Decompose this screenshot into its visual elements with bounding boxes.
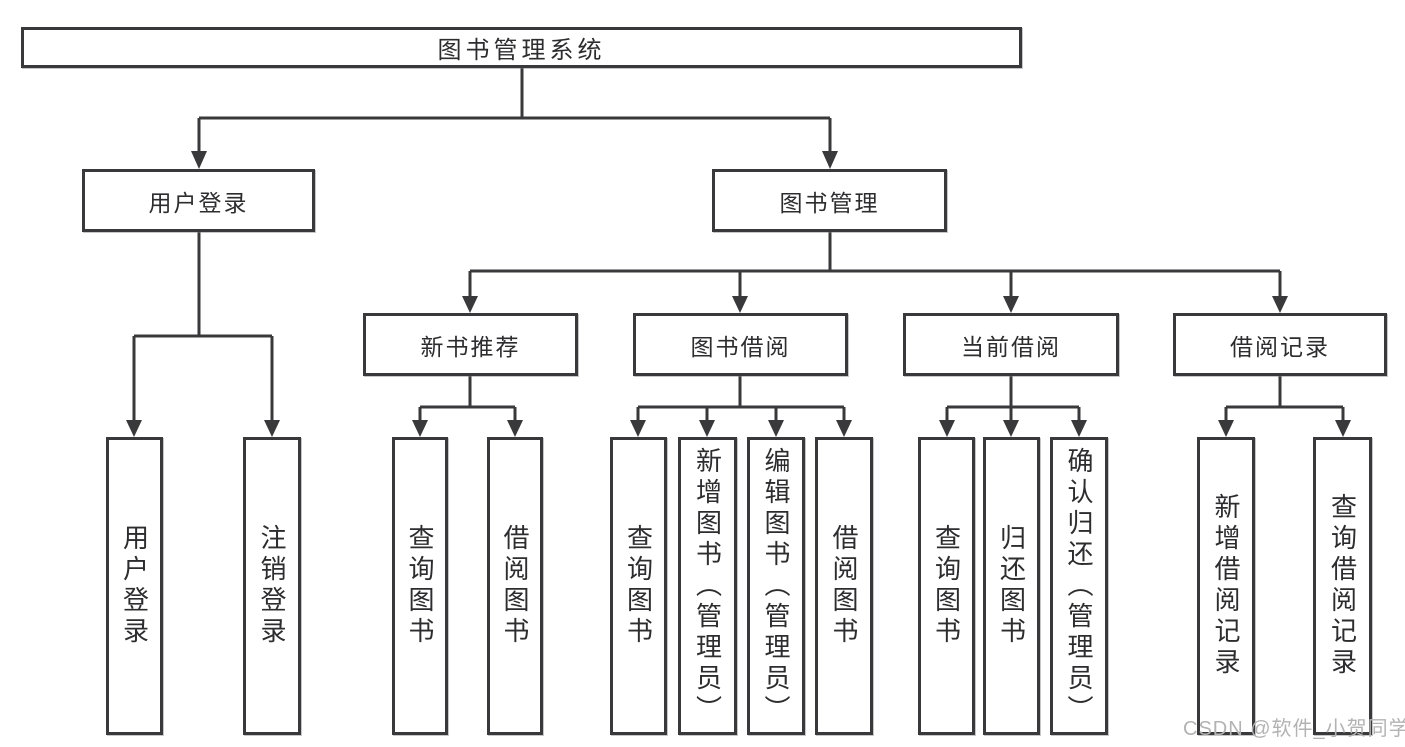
wire-records-split (1224, 376, 1345, 422)
leaf-confirm-return-admin: 确认归还（管理员） (1050, 437, 1108, 735)
wire-current-borrow-split (945, 376, 1081, 422)
leaf-query-borrow-record-label: 查询借阅记录 (1327, 493, 1358, 679)
arrowheads (126, 151, 1351, 437)
connector-paths (132, 66, 1345, 422)
node-current-borrowing-label: 当前借阅 (961, 333, 1061, 360)
arrowhead-icon (1335, 420, 1351, 437)
node-root-label: 图书管理系统 (437, 37, 606, 64)
leaf-add-book-admin: 新增图书（管理员） (678, 437, 737, 735)
leaf-borrow-books: 借阅图书 (815, 437, 873, 735)
leaf-logout: 注销登录 (243, 437, 301, 735)
arrowhead-icon (1218, 420, 1234, 437)
leaf-query-books-current-label: 查询图书 (931, 524, 962, 648)
arrowhead-icon (412, 420, 428, 437)
wire-root-to-level2 (197, 66, 832, 153)
leaf-query-books-borrow: 查询图书 (610, 437, 667, 735)
arrowhead-icon (939, 420, 955, 437)
node-book-management: 图书管理 (712, 169, 947, 232)
leaf-edit-book-admin-label: 编辑图书（管理员） (761, 446, 791, 726)
arrowhead-icon (1003, 420, 1019, 437)
arrowhead-icon (699, 420, 715, 437)
node-new-book-recommend-label: 新书推荐 (420, 333, 521, 360)
arrowhead-icon (732, 296, 748, 313)
leaf-query-borrow-record: 查询借阅记录 (1313, 437, 1372, 735)
leaf-borrow-books-recommend-label: 借阅图书 (500, 524, 530, 648)
arrowhead-icon (1003, 296, 1019, 313)
leaf-confirm-return-admin-label: 确认归还（管理员） (1064, 446, 1094, 726)
node-user-login-label: 用户登录 (148, 189, 249, 216)
node-new-book-recommend: 新书推荐 (363, 313, 578, 376)
arrowhead-icon (1071, 420, 1087, 437)
arrowhead-icon (507, 420, 523, 437)
node-book-management-label: 图书管理 (779, 189, 880, 216)
leaf-user-login-label: 用户登录 (119, 524, 150, 648)
node-user-login: 用户登录 (82, 169, 315, 232)
arrowhead-icon (836, 420, 852, 437)
wire-book-mgmt-split (468, 232, 1282, 298)
leaf-borrow-books-label: 借阅图书 (829, 524, 859, 648)
node-borrowing-records: 借阅记录 (1173, 313, 1387, 376)
leaf-add-book-admin-label: 新增图书（管理员） (692, 446, 723, 726)
node-borrowing-records-label: 借阅记录 (1230, 333, 1330, 360)
wire-book-borrow-split (636, 376, 846, 422)
arrowhead-icon (1272, 296, 1288, 313)
node-book-borrowing: 图书借阅 (633, 313, 848, 376)
leaf-edit-book-admin: 编辑图书（管理员） (747, 437, 805, 735)
leaf-add-borrow-record: 新增借阅记录 (1197, 437, 1255, 735)
leaf-return-books-label: 归还图书 (996, 524, 1027, 648)
leaf-query-books-recommend-label: 查询图书 (405, 524, 435, 648)
node-current-borrowing: 当前借阅 (903, 313, 1119, 376)
arrowhead-icon (630, 420, 646, 437)
leaf-query-books-recommend: 查询图书 (392, 437, 448, 735)
csdn-watermark: CSDN @软件_小贺同学 (1183, 718, 1405, 740)
arrowhead-icon (191, 151, 207, 169)
leaf-return-books: 归还图书 (983, 437, 1040, 735)
node-book-borrowing-label: 图书借阅 (690, 333, 791, 360)
node-root: 图书管理系统 (21, 27, 1022, 68)
leaf-query-books-borrow-label: 查询图书 (623, 524, 654, 648)
wire-new-book-split (418, 376, 517, 422)
leaf-add-borrow-record-label: 新增借阅记录 (1211, 493, 1241, 679)
leaf-query-books-current: 查询图书 (918, 437, 975, 735)
arrowhead-icon (462, 296, 478, 313)
arrowhead-icon (822, 151, 838, 169)
arrowhead-icon (264, 420, 280, 437)
leaf-logout-label: 注销登录 (257, 524, 287, 648)
leaf-user-login: 用户登录 (106, 437, 163, 735)
arrowhead-icon (768, 420, 784, 437)
leaf-borrow-books-recommend: 借阅图书 (487, 437, 543, 735)
arrowhead-icon (126, 420, 142, 437)
wire-user-login-split (132, 232, 274, 422)
